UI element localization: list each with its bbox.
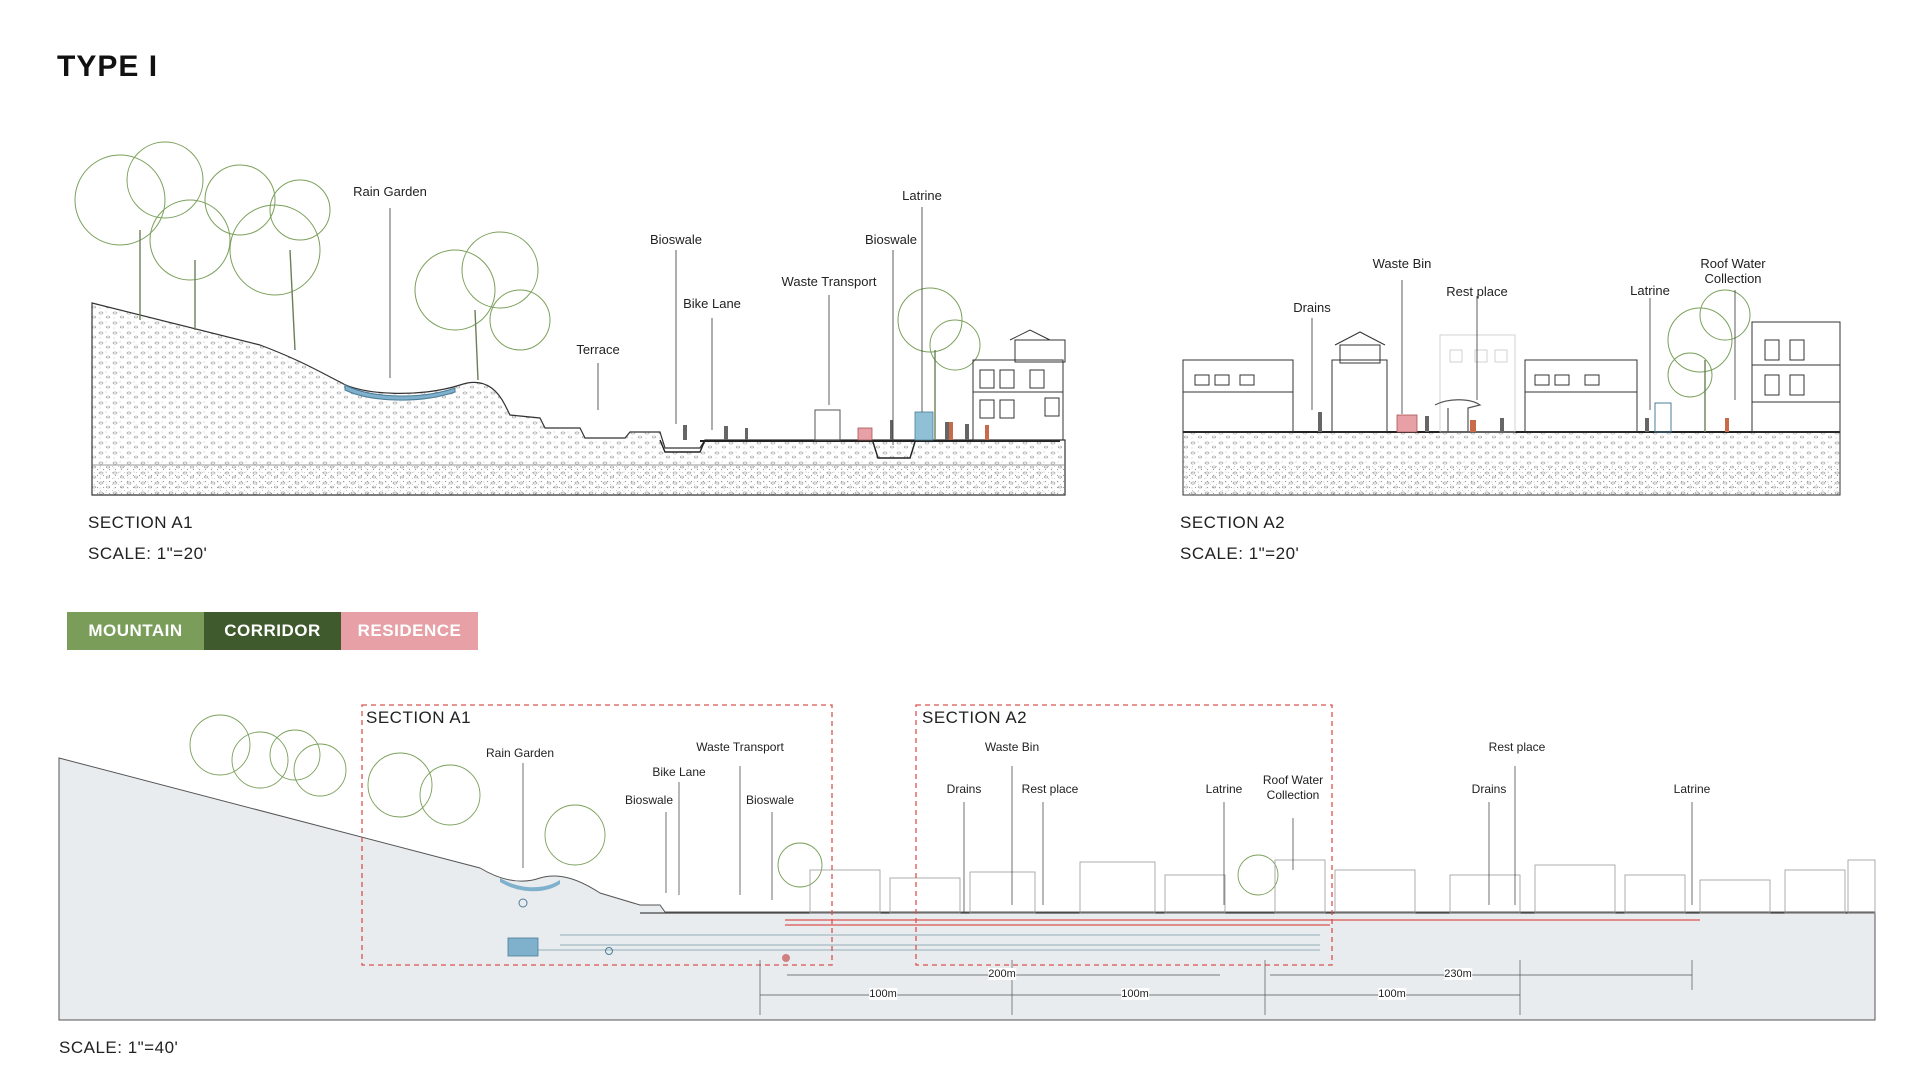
label-roof-water-1: Roof Water	[1700, 256, 1766, 271]
overview-drawing	[58, 704, 1876, 1021]
dim-200m: 200m	[988, 968, 1016, 980]
section-a2-scale: SCALE: 1"=20'	[1180, 544, 1300, 563]
ov-label-roof-water-1: Roof Water	[1262, 773, 1324, 787]
overview-scale: SCALE: 1"=40'	[59, 1038, 179, 1057]
ov-label-bioswale-1: Bioswale	[624, 793, 674, 807]
label-rest-place: Rest place	[1446, 284, 1508, 299]
ov-label-drains-1: Drains	[946, 782, 982, 796]
ov-label-rain-garden: Rain Garden	[485, 746, 555, 760]
label-latrine: Latrine	[902, 188, 942, 203]
legend-residence: RESIDENCE	[341, 612, 478, 650]
ov-label-bioswale-2: Bioswale	[745, 793, 795, 807]
ov-label-rest-place-1: Rest place	[1021, 782, 1079, 796]
label-bioswale: Bioswale	[649, 232, 703, 247]
ov-label-bike-lane: Bike Lane	[652, 765, 706, 779]
label-latrine-a2: Latrine	[1630, 283, 1670, 298]
ov-label-latrine-2: Latrine	[1673, 782, 1711, 796]
section-a2-caption: SECTION A2	[1180, 513, 1286, 532]
legend-mountain: MOUNTAIN	[67, 612, 204, 650]
overview-box-a1: SECTION A1	[366, 708, 472, 727]
legend-corridor: CORRIDOR	[204, 612, 341, 650]
section-a1-scale: SCALE: 1"=20'	[88, 544, 208, 563]
ov-label-rest-place-2: Rest place	[1488, 740, 1546, 754]
overview-box-a2: SECTION A2	[922, 708, 1028, 727]
label-rain-garden: Rain Garden	[353, 184, 427, 199]
dim-100m-b: 100m	[1121, 988, 1149, 1000]
ov-label-roof-water-2: Collection	[1266, 788, 1320, 802]
ov-label-latrine-1: Latrine	[1205, 782, 1243, 796]
dim-100m-a: 100m	[869, 988, 897, 1000]
label-drains: Drains	[1293, 300, 1331, 315]
label-waste-transport: Waste Transport	[781, 274, 877, 289]
section-a2-drawing	[1182, 280, 1841, 496]
page-title: TYPE I	[57, 50, 159, 83]
dim-100m-c: 100m	[1378, 988, 1406, 1000]
ov-label-waste-bin: Waste Bin	[984, 740, 1040, 754]
label-roof-water-2: Collection	[1704, 271, 1762, 286]
dim-230m: 230m	[1444, 968, 1472, 980]
label-bioswale-2: Bioswale	[864, 232, 918, 247]
section-a1-drawing	[74, 141, 1066, 496]
label-waste-bin: Waste Bin	[1372, 256, 1432, 271]
ov-label-drains-2: Drains	[1471, 782, 1507, 796]
label-terrace: Terrace	[576, 342, 620, 357]
section-a1-caption: SECTION A1	[88, 513, 194, 532]
ov-label-waste-transport: Waste Transport	[696, 740, 784, 754]
zone-legend: MOUNTAIN CORRIDOR RESIDENCE	[67, 612, 478, 650]
label-bike-lane: Bike Lane	[683, 296, 741, 311]
